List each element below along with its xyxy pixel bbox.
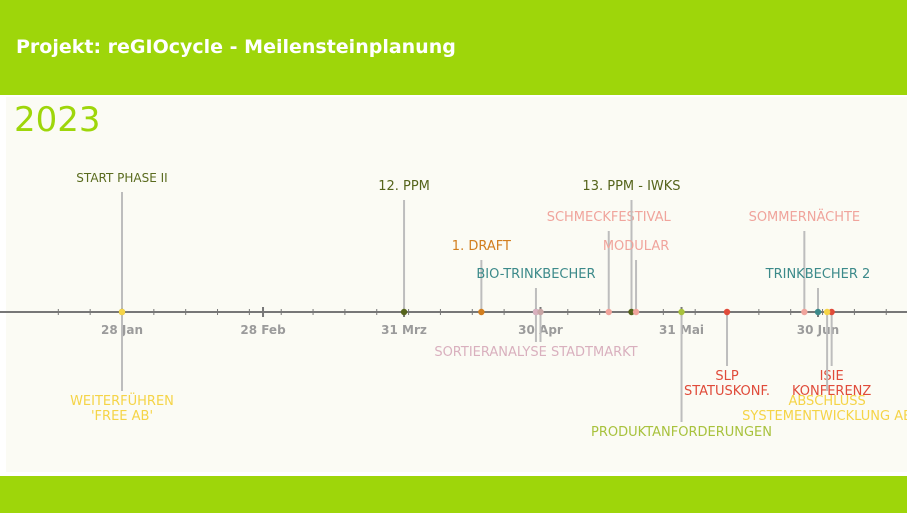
milestone-marker [723,308,731,316]
milestone-marker [478,308,485,316]
header-bar [0,0,907,95]
milestone-marker [605,308,612,316]
milestone-marker [632,308,640,316]
milestone-label: WEITERFÜHREN [70,392,174,409]
milestone-label: TRINKBECHER 2 [765,267,871,282]
milestone-label: 1. DRAFT [452,239,511,254]
milestone-label: KONFERENZ [792,384,871,399]
milestone-label: 13. PPM - IWKS [582,179,680,194]
milestone-label: START PHASE II [76,171,167,185]
milestone-label: SCHMECKFESTIVAL [547,210,672,225]
milestone-marker [400,308,408,316]
milestone-label: SOMMERNÄCHTE [749,209,861,225]
year-label: 2023 [14,100,101,140]
milestone-marker [532,308,540,316]
milestone-label: 'FREE AB' [91,409,153,424]
milestone-label: PRODUKTANFORDERUNGEN [591,425,772,440]
milestone-marker [678,308,685,316]
page-title: Projekt: reGIOcycle - Meilensteinplanung [16,36,456,58]
month-label: 30 Jun [797,323,839,337]
milestone-marker [801,308,808,316]
timeline-panel [6,97,907,472]
milestone-marker [828,308,835,316]
milestone-label: ISIE [820,369,844,384]
milestone-label: BIO-TRINKBECHER [476,267,595,282]
milestone-label: SORTIERANALYSE STADTMARKT [434,345,637,360]
milestone-marker [118,308,126,316]
milestone-label: MODULAR [603,239,669,254]
milestone-label: 12. PPM [378,179,430,194]
milestone-marker [823,308,831,316]
milestone-label: STATUSKONF. [684,384,770,399]
milestone-label: SLP [715,369,738,384]
milestone-marker [537,308,544,316]
milestone-marker [628,308,635,316]
milestone-label: ABSCHLUSS [788,394,865,409]
month-label: 31 Mrz [381,323,427,337]
footer-bar [0,476,907,513]
milestone-label: SYSTEMENTWICKLUNG AB [742,409,907,424]
month-label: 28 Feb [240,323,286,337]
milestone-marker [814,308,822,316]
